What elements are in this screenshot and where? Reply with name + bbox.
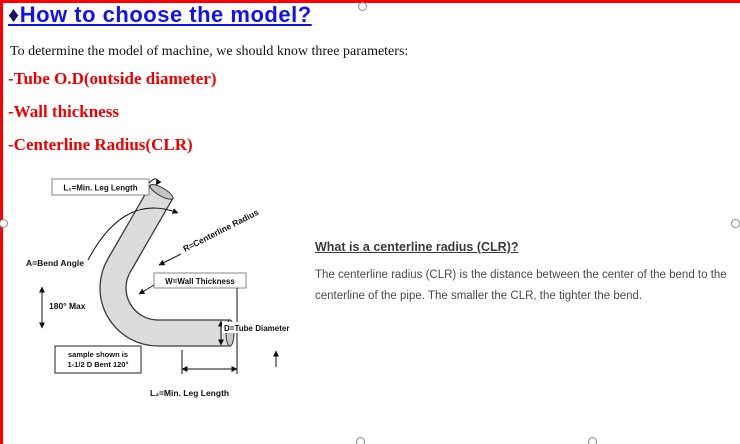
wall-thickness-box (153, 272, 247, 289)
wall-thickness-arrow (138, 284, 155, 295)
clr-body-text: The centerline radius (CLR) is the dista… (315, 269, 727, 302)
page-title: ♦How to choose the model? (8, 2, 312, 28)
l1-label-box (51, 178, 150, 196)
max-angle-label: 180° Max (49, 301, 86, 311)
wall-thickness-label: W=Wall Thickness (165, 277, 235, 286)
resize-handle-right[interactable] (731, 219, 740, 228)
tube-diameter-label: D=Tube Diameter (224, 324, 289, 333)
resize-handle-bottom[interactable] (356, 437, 365, 444)
bend-angle-arc (87, 207, 179, 261)
tube-diameter-label-bg (222, 322, 298, 333)
resize-handle-top[interactable] (358, 2, 367, 11)
sample-note-box (54, 345, 142, 374)
diamond-bullet-icon: ♦ (8, 2, 20, 27)
sample-note-line1: sample shown is (68, 350, 128, 359)
clr-heading: What is a centerline radius (CLR)? (315, 240, 519, 254)
param-centerline-radius: -Centerline Radius(CLR) (8, 135, 193, 154)
param-tube-od: -Tube O.D(outside diameter) (8, 69, 217, 88)
resize-handle-left[interactable] (0, 219, 8, 228)
tube-bend-diagram: L₁=Min. Leg Length R=Centerline Radius A… (8, 168, 308, 408)
l1-arrow (148, 178, 162, 186)
bend-angle-label: A=Bend Angle (26, 258, 84, 268)
sample-note-line2: 1-1/2 D Bent 120° (68, 360, 129, 369)
tube-end-cap-top (149, 184, 174, 200)
red-border-top (0, 0, 740, 3)
l2-label: L₂=Min. Leg Length (150, 388, 229, 398)
l1-label: L₁=Min. Leg Length (63, 184, 137, 193)
centerline-radius-label: R=Centerline Radius (181, 207, 260, 254)
param-wall-thickness: -Wall thickness (8, 102, 119, 121)
resize-handle-bottom-right[interactable] (588, 437, 597, 444)
centerline-radius-arrow (158, 253, 182, 266)
page-title-text: How to choose the model? (19, 2, 312, 27)
intro-text: To determine the model of machine, we sh… (10, 44, 409, 59)
tube-outline (99, 184, 231, 347)
clr-info-panel: What is a centerline radius (CLR)? The c… (315, 240, 739, 307)
